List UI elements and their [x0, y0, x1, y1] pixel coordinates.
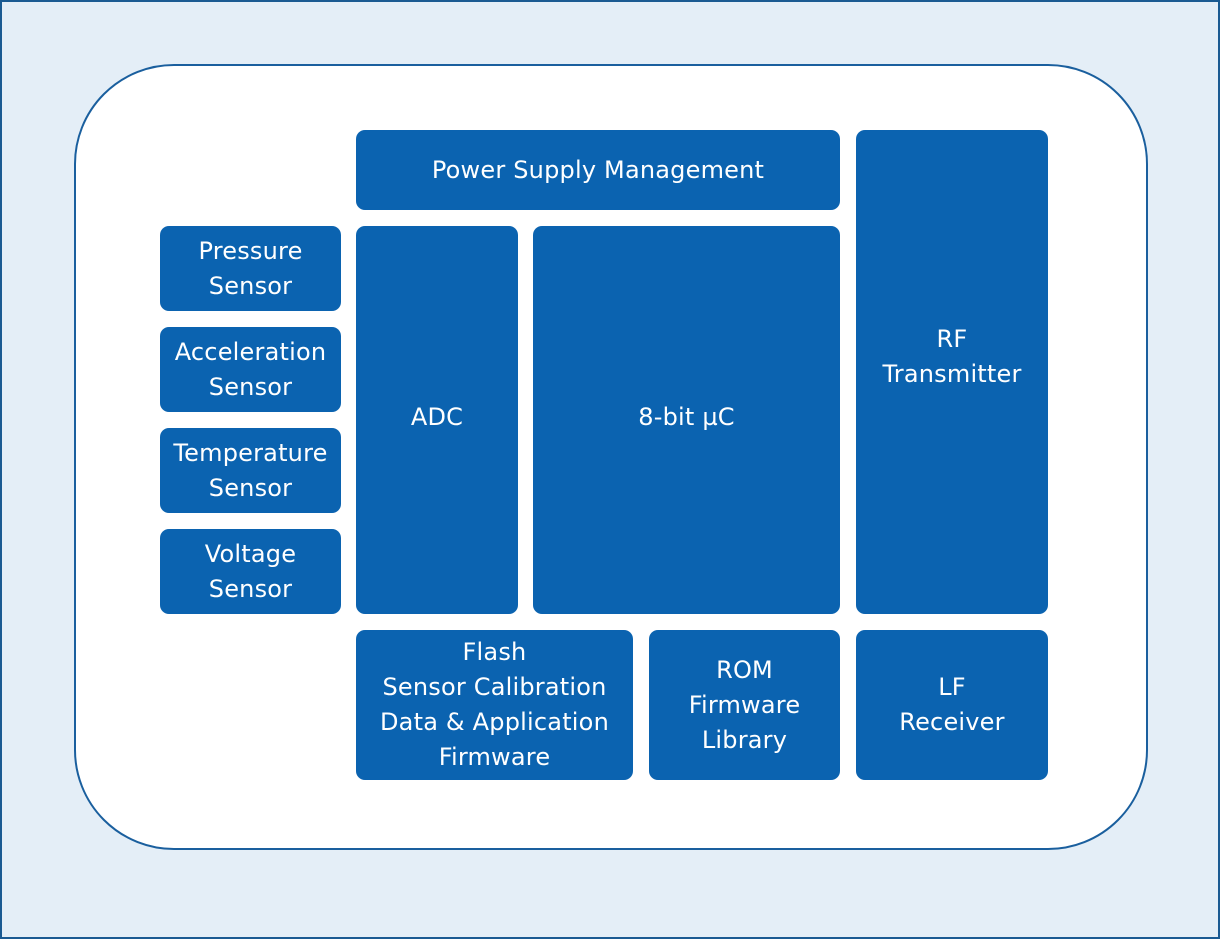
- block-label: Firmware: [688, 690, 801, 719]
- block-label: Sensor: [208, 372, 293, 401]
- lf-receiver-block: LF Receiver: [856, 630, 1048, 780]
- block-label: Sensor: [208, 271, 293, 300]
- block-label: Sensor: [208, 473, 293, 502]
- block-label: Power Supply Management: [431, 155, 765, 184]
- block-label: Sensor: [208, 574, 293, 603]
- block-label: Sensor Calibration: [382, 673, 607, 701]
- block-label: Acceleration: [174, 337, 327, 366]
- block-label: Voltage: [204, 539, 297, 568]
- block-label: ROM: [716, 655, 773, 684]
- block-label: ADC: [410, 402, 464, 431]
- power-supply-management-block: Power Supply Management: [356, 130, 840, 210]
- block-label: Transmitter: [882, 360, 1022, 388]
- block-label: Data & Application: [380, 708, 609, 736]
- microcontroller-block: 8-bit µC: [533, 226, 840, 614]
- block-label: RF: [936, 325, 968, 353]
- block-label: Receiver: [899, 708, 1005, 736]
- block-label: LF: [938, 673, 966, 701]
- block-label: 8-bit µC: [638, 402, 735, 431]
- block-label: Temperature: [173, 438, 328, 467]
- block-label: Pressure: [198, 236, 303, 265]
- block-label: Firmware: [438, 743, 551, 771]
- rf-transmitter-block: RF Transmitter: [856, 130, 1048, 614]
- rom-block: ROM Firmware Library: [649, 630, 840, 780]
- adc-block: ADC: [356, 226, 518, 614]
- acceleration-sensor-block: Acceleration Sensor: [160, 327, 341, 412]
- flash-block: Flash Sensor Calibration Data & Applicat…: [356, 630, 633, 780]
- pressure-sensor-block: Pressure Sensor: [160, 226, 341, 311]
- block-label: Library: [701, 725, 788, 754]
- temperature-sensor-block: Temperature Sensor: [160, 428, 341, 513]
- block-label: Flash: [462, 638, 527, 666]
- voltage-sensor-block: Voltage Sensor: [160, 529, 341, 614]
